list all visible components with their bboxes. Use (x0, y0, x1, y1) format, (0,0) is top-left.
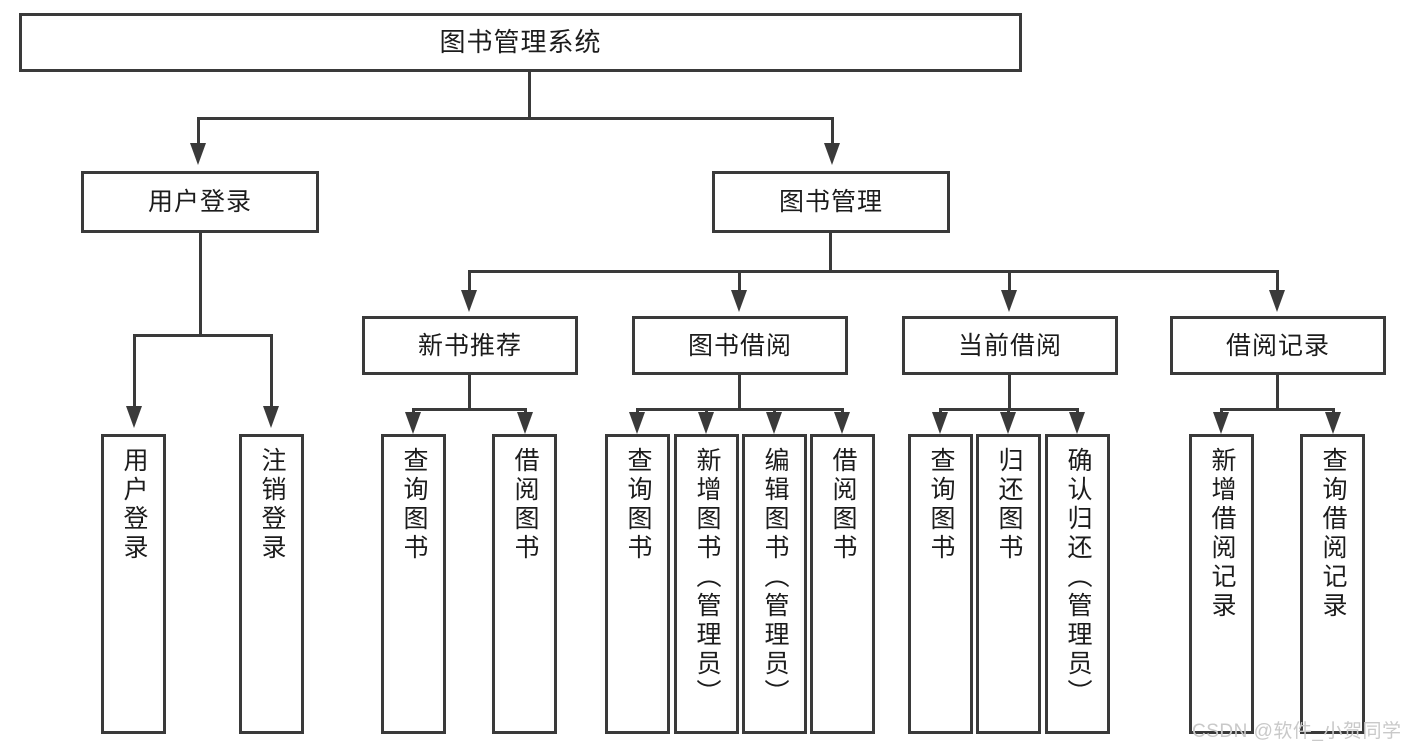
node-root-book-management-system[interactable]: 图书管理系统 (19, 13, 1022, 72)
arrowhead-user-login-leaf-1 (126, 406, 142, 428)
arrowhead-to-current-borrow (1001, 290, 1017, 312)
arrowhead-to-new-book-rec (461, 290, 477, 312)
leaf-label: 查询图书 (927, 447, 955, 563)
leaf-label: 用户登录 (120, 447, 148, 563)
node-borrow-record[interactable]: 借阅记录 (1170, 316, 1386, 375)
arrowhead-to-book-manage (824, 143, 840, 165)
arrowhead-book-borrow-leaf-1 (629, 412, 645, 434)
edge-user-login-leaf-1 (133, 334, 136, 408)
edge-new-book-rec-split-bar (412, 408, 527, 411)
node-label: 当前借阅 (957, 331, 1062, 360)
leaf-label: 确认归还（管理员） (1064, 447, 1092, 708)
watermark-text: CSDN @软件_小贺同学 (1192, 721, 1402, 742)
leaf-current-borrow-confirm-return-admin[interactable]: 确认归还（管理员） (1045, 434, 1110, 734)
arrowhead-book-borrow-leaf-3 (766, 412, 782, 434)
arrowhead-to-user-login (190, 143, 206, 165)
leaf-label: 新增图书（管理员） (693, 447, 721, 708)
node-label: 图书管理 (778, 188, 883, 216)
edge-book-borrow-down (738, 375, 741, 411)
node-label: 图书借阅 (687, 331, 792, 360)
leaf-label: 查询借阅记录 (1319, 447, 1347, 621)
leaf-book-borrow-edit-book-admin[interactable]: 编辑图书（管理员） (742, 434, 807, 734)
arrowhead-book-borrow-leaf-2 (698, 412, 714, 434)
node-label: 借阅记录 (1225, 331, 1330, 360)
arrowhead-book-borrow-leaf-4 (834, 412, 850, 434)
arrowhead-to-book-borrow (731, 290, 747, 312)
edge-user-login-split-bar (133, 334, 273, 337)
arrowhead-to-borrow-record (1269, 290, 1285, 312)
edge-current-borrow-down (1008, 375, 1011, 411)
edge-borrow-record-down (1276, 375, 1279, 411)
leaf-borrow-record-query-record[interactable]: 查询借阅记录 (1300, 434, 1365, 734)
node-book-borrow[interactable]: 图书借阅 (632, 316, 848, 375)
edge-to-borrow-record (1276, 270, 1279, 292)
edge-book-manage-split-bar (468, 270, 1278, 273)
leaf-borrow-record-add-record[interactable]: 新增借阅记录 (1189, 434, 1254, 734)
leaf-label: 新增借阅记录 (1208, 447, 1236, 621)
leaf-user-login-signout[interactable]: 注销登录 (239, 434, 304, 734)
leaf-label: 编辑图书（管理员） (761, 447, 789, 708)
edge-borrow-record-split-bar (1220, 408, 1335, 411)
edge-root-to-book-manage (831, 117, 834, 146)
arrowhead-borrow-record-leaf-1 (1213, 412, 1229, 434)
arrowhead-new-book-rec-leaf-1 (405, 412, 421, 434)
edge-root-to-user-login (197, 117, 200, 146)
node-user-login[interactable]: 用户登录 (81, 171, 319, 233)
edge-user-login-leaf-2 (270, 334, 273, 408)
arrowhead-current-borrow-leaf-2 (1000, 412, 1016, 434)
node-label: 图书管理系统 (439, 26, 602, 57)
edge-book-manage-down (829, 233, 832, 272)
arrowhead-user-login-leaf-2 (263, 406, 279, 428)
node-new-book-recommendation[interactable]: 新书推荐 (362, 316, 578, 375)
leaf-user-login-signin[interactable]: 用户登录 (101, 434, 166, 734)
leaf-new-book-rec-query-book[interactable]: 查询图书 (381, 434, 446, 734)
leaf-label: 查询图书 (624, 447, 652, 563)
arrowhead-current-borrow-leaf-1 (932, 412, 948, 434)
leaf-new-book-rec-borrow-book[interactable]: 借阅图书 (492, 434, 557, 734)
leaf-book-borrow-borrow-book[interactable]: 借阅图书 (810, 434, 875, 734)
leaf-label: 借阅图书 (511, 447, 539, 563)
node-book-management[interactable]: 图书管理 (712, 171, 950, 233)
node-label: 新书推荐 (417, 331, 522, 360)
edge-root-down (528, 72, 531, 117)
edge-to-new-book-rec (468, 270, 471, 292)
edge-root-split-bar (197, 117, 834, 120)
arrowhead-current-borrow-leaf-3 (1069, 412, 1085, 434)
leaf-label: 借阅图书 (829, 447, 857, 563)
leaf-label: 归还图书 (995, 447, 1023, 563)
leaf-current-borrow-query-book[interactable]: 查询图书 (908, 434, 973, 734)
leaf-label: 注销登录 (258, 447, 286, 563)
arrowhead-borrow-record-leaf-2 (1325, 412, 1341, 434)
leaf-current-borrow-return-book[interactable]: 归还图书 (976, 434, 1041, 734)
edge-to-current-borrow (1008, 270, 1011, 292)
edge-user-login-down (199, 233, 202, 336)
edge-book-borrow-split-bar (636, 408, 844, 411)
node-current-borrow[interactable]: 当前借阅 (902, 316, 1118, 375)
arrowhead-new-book-rec-leaf-2 (517, 412, 533, 434)
edge-to-book-borrow (738, 270, 741, 292)
node-label: 用户登录 (147, 188, 252, 216)
edge-new-book-rec-down (468, 375, 471, 411)
leaf-book-borrow-add-book-admin[interactable]: 新增图书（管理员） (674, 434, 739, 734)
leaf-book-borrow-query-book[interactable]: 查询图书 (605, 434, 670, 734)
leaf-label: 查询图书 (400, 447, 428, 563)
